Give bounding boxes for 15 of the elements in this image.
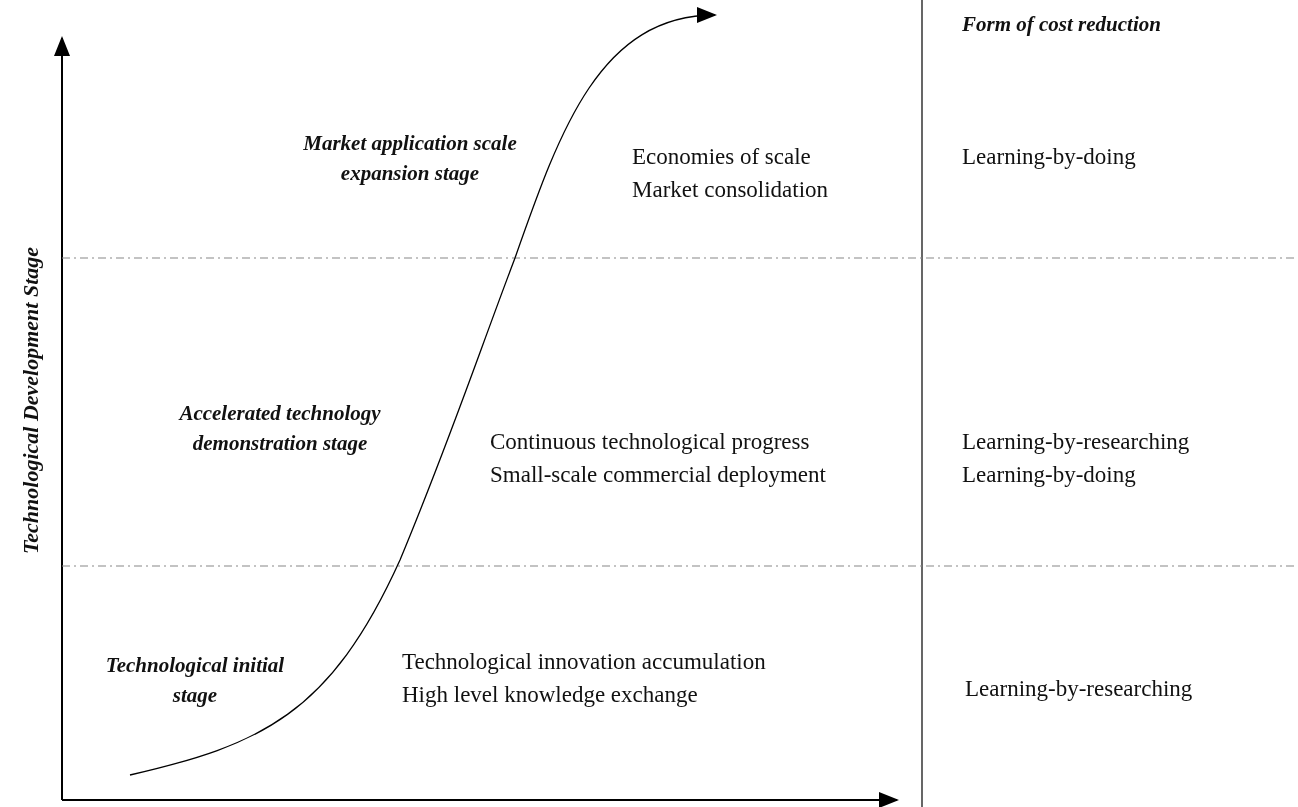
description-text: Learning-by-doing: [962, 143, 1136, 171]
description-text: Learning-by-doing: [962, 461, 1136, 489]
description-text: High level knowledge exchange: [402, 681, 698, 709]
axis-title: Technological Development Stage: [16, 245, 44, 557]
description-text: Market consolidation: [632, 176, 829, 204]
stage-name: Technological initial stage: [104, 652, 286, 709]
stage-name: Market application scale expansion stage: [302, 130, 518, 187]
description-text: Learning-by-researching: [962, 428, 1190, 456]
description-text: Continuous technological progress: [490, 428, 810, 456]
description-text: Economies of scale: [632, 143, 811, 171]
description-text: Small-scale commercial deployment: [490, 461, 826, 489]
description-text: Technological innovation accumulation: [402, 648, 766, 676]
column-heading: Form of cost reduction: [962, 11, 1161, 38]
stage-name: Accelerated technology demonstration stage: [177, 400, 382, 457]
description-text: Learning-by-researching: [965, 675, 1193, 703]
